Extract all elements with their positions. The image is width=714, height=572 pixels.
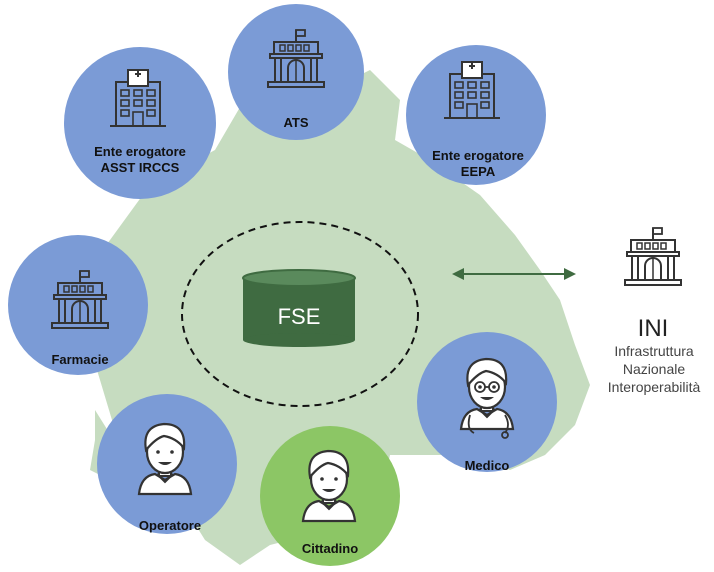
node-ente-eepa: Ente erogatore EEPA <box>406 45 546 185</box>
node-farmacie: Farmacie <box>8 235 148 375</box>
ini-acronym: INI <box>638 315 669 342</box>
ini-line3: Interoperabilità <box>608 379 701 395</box>
node-farmacie-label: Farmacie <box>51 352 108 367</box>
double-arrow-icon <box>452 268 576 280</box>
node-ente-eepa-line2: EEPA <box>461 164 496 179</box>
ini-line1: Infrastruttura <box>614 343 694 359</box>
fse-label: FSE <box>278 304 321 329</box>
node-medico: Medico <box>417 332 557 473</box>
node-operatore: Operatore <box>97 394 237 534</box>
node-ats: ATS <box>228 4 364 140</box>
node-operatore-label: Operatore <box>139 518 201 533</box>
ini-building-icon <box>624 227 682 286</box>
ini-line2: Nazionale <box>623 361 685 377</box>
node-ente-asst-line2: ASST IRCCS <box>101 160 180 175</box>
fse-boundary <box>181 221 419 407</box>
node-ente-eepa-line1: Ente erogatore <box>432 148 524 163</box>
node-ats-label: ATS <box>283 115 308 130</box>
node-cittadino-label: Cittadino <box>302 541 358 556</box>
doctor-icon <box>459 357 515 439</box>
node-medico-label: Medico <box>465 458 510 473</box>
fse-database-icon <box>242 269 356 347</box>
node-ente-asst-irccs: Ente erogatore ASST IRCCS <box>64 47 216 199</box>
node-cittadino: Cittadino <box>260 426 400 566</box>
node-ente-asst-line1: Ente erogatore <box>94 144 186 159</box>
